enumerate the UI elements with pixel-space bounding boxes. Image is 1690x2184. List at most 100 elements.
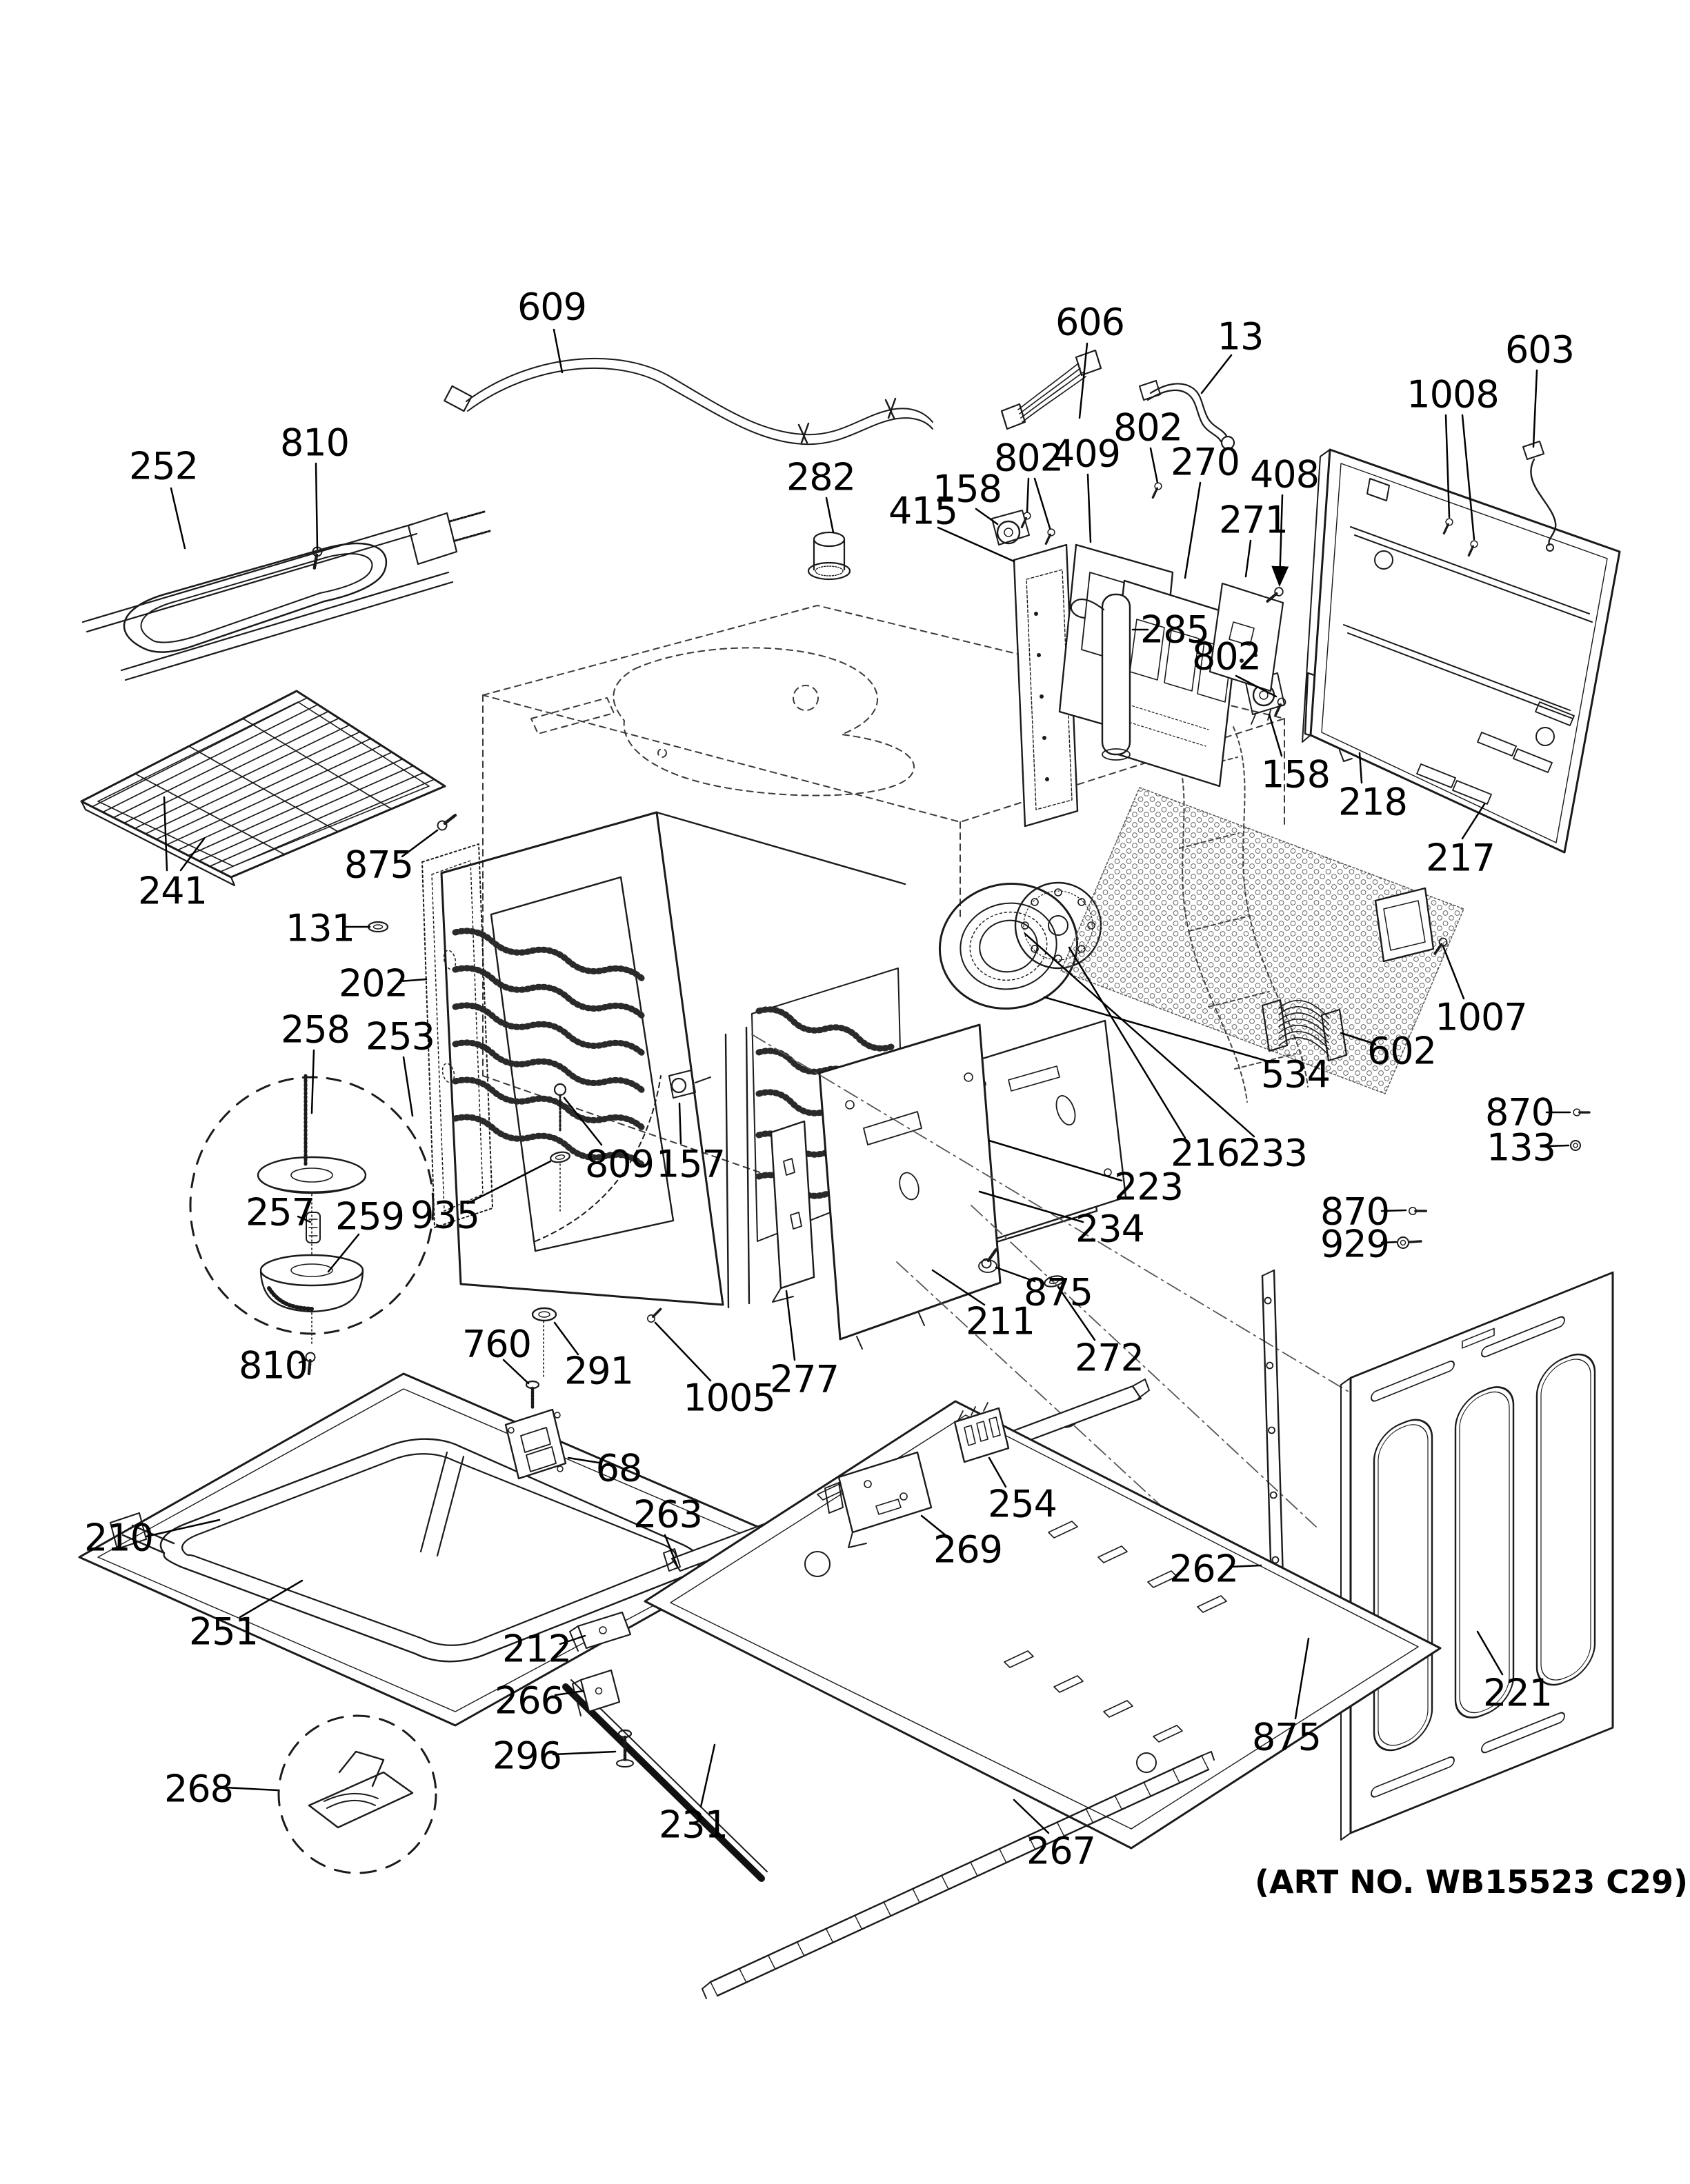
part-callout: 253 bbox=[366, 1015, 435, 1059]
wire-clip bbox=[797, 422, 810, 444]
part-callout: 271 bbox=[1219, 499, 1288, 542]
leader-line bbox=[552, 1750, 617, 1756]
part-callout: 606 bbox=[1055, 301, 1124, 344]
leader-line bbox=[1078, 342, 1088, 419]
leader-line bbox=[163, 796, 168, 872]
part-callout: 262 bbox=[1169, 1547, 1238, 1591]
leader-line bbox=[920, 1514, 952, 1541]
part-callout: 291 bbox=[564, 1350, 633, 1393]
wire-13 bbox=[1139, 380, 1235, 450]
leader-line bbox=[239, 1579, 304, 1619]
leader-line bbox=[1026, 477, 1030, 513]
leader-line bbox=[1358, 752, 1363, 784]
leader-line bbox=[1547, 1144, 1570, 1148]
vent-tube-285 bbox=[1070, 593, 1131, 761]
anti-tip-bracket-268 bbox=[277, 1714, 437, 1874]
latch-157 bbox=[668, 1070, 711, 1099]
bracket-266 bbox=[572, 1669, 621, 1716]
element-bracket bbox=[407, 512, 458, 565]
insulation-mesh bbox=[1060, 787, 1464, 1094]
convection-fan-534 bbox=[938, 881, 1102, 1010]
part-callout: 270 bbox=[1171, 441, 1240, 484]
part-callout: 216 bbox=[1171, 1132, 1240, 1175]
part-callout: 133 bbox=[1487, 1126, 1555, 1170]
pin-809 bbox=[553, 1083, 567, 1134]
rivet-133 bbox=[1570, 1140, 1581, 1151]
probe-assembly-258 bbox=[189, 1074, 435, 1374]
cup-259 bbox=[259, 1254, 364, 1313]
leader-line bbox=[1200, 354, 1233, 394]
part-callout: 875 bbox=[1024, 1271, 1093, 1314]
wire-609 bbox=[444, 357, 933, 445]
bottom-panel-231 bbox=[562, 1400, 1442, 1882]
part-callout: 266 bbox=[495, 1679, 564, 1723]
part-callout: 259 bbox=[335, 1195, 404, 1239]
leader-line bbox=[1461, 803, 1486, 840]
leader-line bbox=[1043, 996, 1272, 1063]
part-callout: 282 bbox=[786, 456, 855, 499]
leader-line bbox=[678, 1102, 682, 1145]
leader-line bbox=[466, 1160, 552, 1205]
part-callout: 217 bbox=[1426, 836, 1495, 880]
board-270 bbox=[1104, 579, 1240, 788]
part-callout: 252 bbox=[129, 445, 198, 488]
part-callout: 802 bbox=[1192, 635, 1261, 679]
broil-element-252 bbox=[81, 510, 491, 681]
leader-line bbox=[1380, 1241, 1398, 1244]
part-callout: 802 bbox=[994, 437, 1063, 480]
bake-coils-left bbox=[452, 928, 646, 1169]
leader-line bbox=[825, 497, 835, 534]
part-callout: 609 bbox=[517, 285, 586, 329]
leader-line bbox=[223, 1786, 279, 1792]
leader-line bbox=[664, 1534, 679, 1568]
leader-line bbox=[1271, 494, 1289, 587]
handle-bracket-68 bbox=[504, 1408, 567, 1480]
projection-lines bbox=[751, 1034, 1349, 1561]
part-callout: 870 bbox=[1320, 1190, 1389, 1234]
leader-line bbox=[297, 1215, 312, 1223]
leader-line bbox=[1244, 539, 1252, 578]
leader-line bbox=[931, 1269, 986, 1306]
board-271 bbox=[1209, 582, 1284, 692]
part-callout: 258 bbox=[281, 1008, 350, 1052]
screw-760 bbox=[525, 1380, 540, 1410]
part-callout: 158 bbox=[1261, 753, 1330, 797]
part-callout: 263 bbox=[633, 1493, 702, 1536]
part-callout: 131 bbox=[286, 907, 355, 950]
door-panel-221 bbox=[1340, 1271, 1614, 1841]
harness-606 bbox=[1000, 349, 1102, 430]
screw-875 bbox=[436, 812, 458, 832]
part-callout: 415 bbox=[888, 490, 957, 533]
part-callout: 1005 bbox=[683, 1376, 775, 1420]
rivet-929 bbox=[1397, 1236, 1422, 1249]
screw-802 bbox=[1271, 695, 1289, 718]
part-callout: 810 bbox=[239, 1344, 308, 1387]
part-callout: 241 bbox=[138, 870, 207, 913]
part-callout: 935 bbox=[410, 1194, 479, 1237]
thermostat-158 bbox=[991, 510, 1030, 545]
screw-875-washer bbox=[978, 1248, 1000, 1273]
leader-line bbox=[553, 1321, 579, 1356]
leader-line bbox=[1444, 414, 1451, 519]
leader-line bbox=[1268, 713, 1283, 757]
leader-line bbox=[170, 487, 186, 550]
part-callout: 257 bbox=[246, 1191, 315, 1234]
leader-line bbox=[298, 1359, 308, 1364]
part-callout: 212 bbox=[502, 1627, 571, 1671]
leader-line bbox=[327, 1233, 360, 1273]
leader-line bbox=[315, 462, 319, 550]
grommet-131 bbox=[367, 921, 389, 933]
grommet-935 bbox=[548, 1150, 572, 1165]
leader-line bbox=[1086, 473, 1092, 543]
screw-296 bbox=[616, 1729, 634, 1767]
part-callout: 272 bbox=[1075, 1336, 1144, 1380]
hinge-bracket-277 bbox=[770, 1120, 815, 1303]
part-callout: 157 bbox=[656, 1143, 725, 1186]
part-callout: 809 bbox=[585, 1143, 654, 1186]
part-callout: 760 bbox=[462, 1323, 531, 1366]
leader-line bbox=[978, 1190, 1084, 1223]
part-callout: 296 bbox=[493, 1734, 561, 1778]
part-callout: 534 bbox=[1261, 1053, 1330, 1096]
screw-802 bbox=[1149, 480, 1164, 501]
